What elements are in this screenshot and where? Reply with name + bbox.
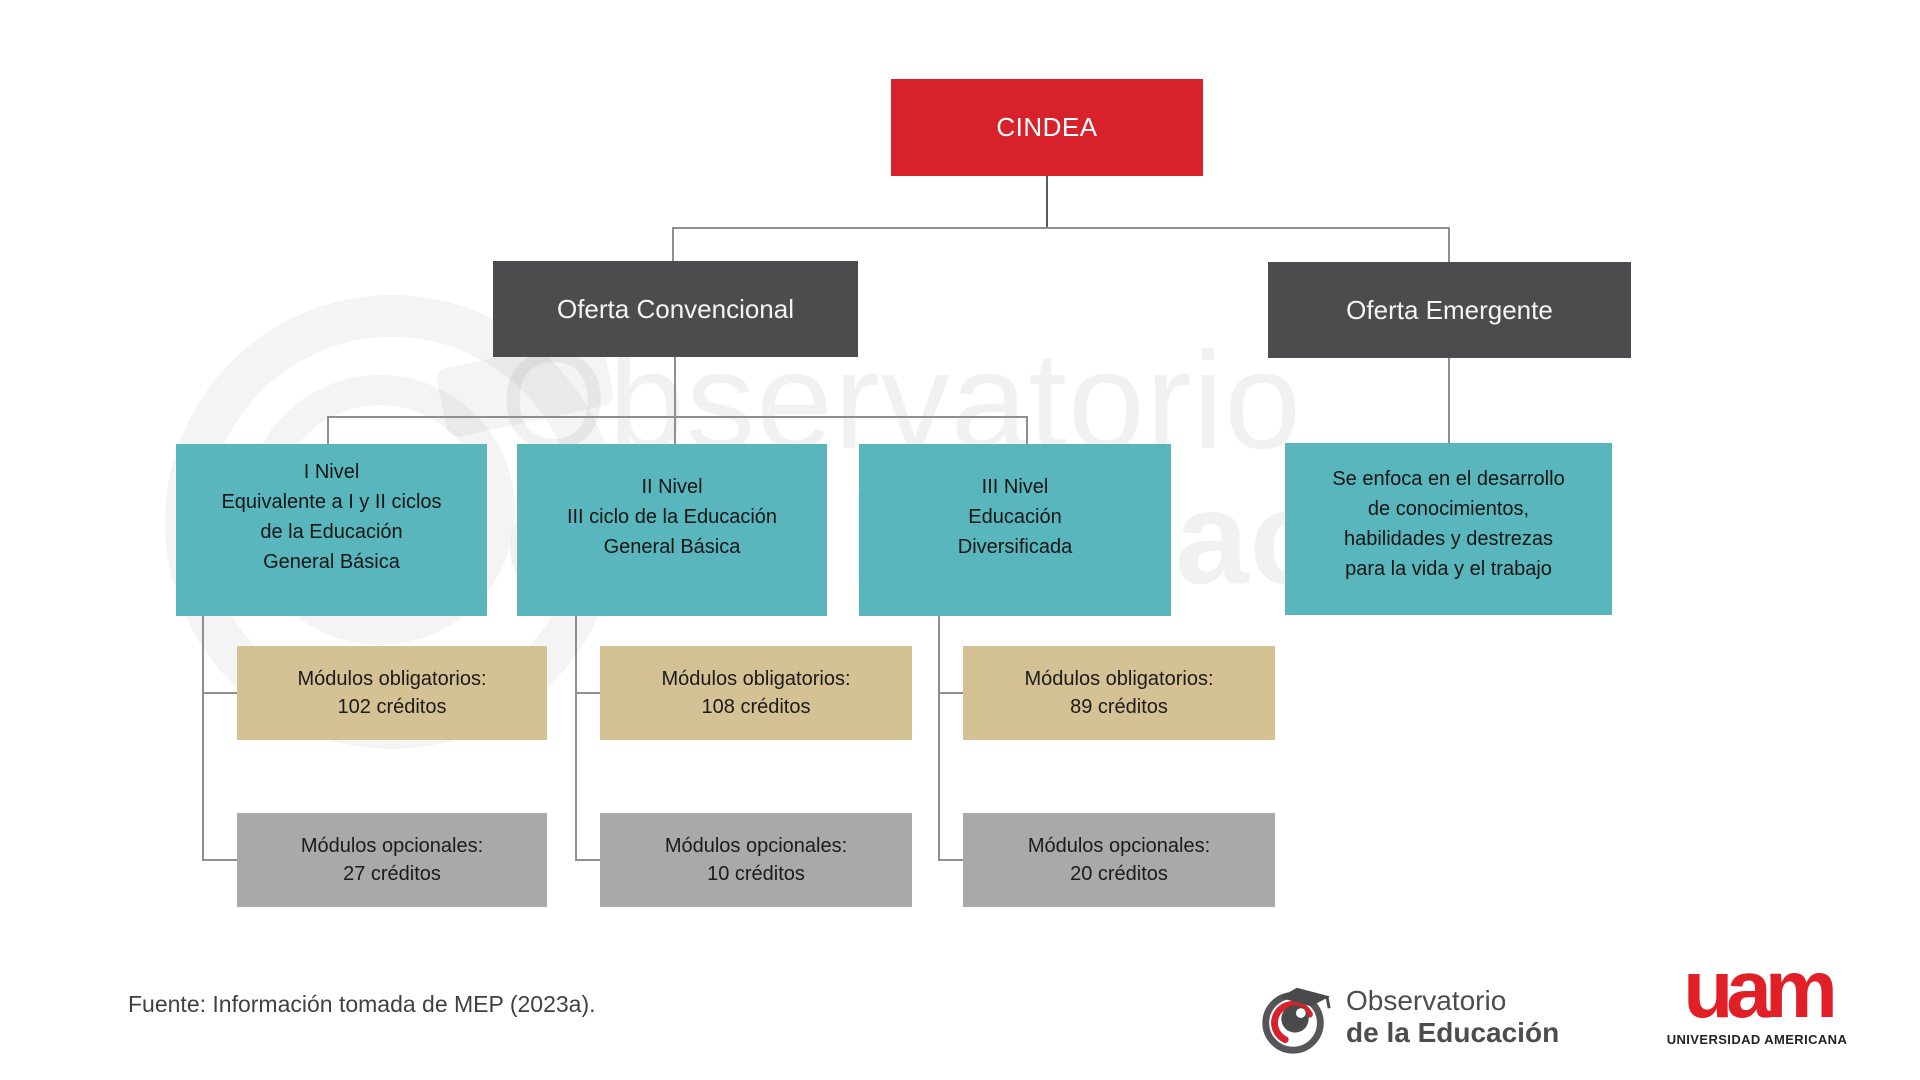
level2-line3: General Básica <box>603 536 741 558</box>
connector-level1-optional <box>202 859 237 861</box>
connector-level3-mandatory <box>938 692 963 694</box>
observatorio-logo-line1: Observatorio <box>1346 985 1507 1016</box>
mandatory-modules-level3: Módulos obligatorios: 89 créditos <box>963 646 1275 740</box>
level1-line4: General Básica <box>263 551 400 573</box>
level-box-iii-nivel: III Nivel Educación Diversificada <box>859 444 1171 616</box>
connector-level3-optional <box>938 859 963 861</box>
level1-line2: Equivalente a I y II ciclos <box>221 491 442 513</box>
level1-line3: de la Educación <box>260 521 403 543</box>
mandatory3-label: Módulos obligatorios: <box>1024 668 1214 690</box>
optional2-label: Módulos opcionales: <box>664 835 848 857</box>
optional1-label: Módulos opcionales: <box>300 835 484 857</box>
connector-to-emergent <box>1448 227 1450 263</box>
emergent-line3: habilidades y destrezas <box>1343 528 1553 550</box>
emergent-line2: de conocimientos, <box>1367 498 1530 520</box>
observatorio-logo: Observatorio de la Educación <box>1256 978 1559 1056</box>
optional3-credits: 20 créditos <box>1070 863 1168 885</box>
optional2-credits: 10 créditos <box>707 863 805 885</box>
level2-line1: II Nivel <box>641 476 703 498</box>
uam-caption: UNIVERSIDAD AMERICANA <box>1666 1032 1848 1047</box>
connector-to-level1 <box>327 416 329 444</box>
root-box-cindea: CINDEA <box>891 79 1203 176</box>
connector-level1-modules-v <box>202 616 204 861</box>
level-box-i-nivel: I Nivel Equivalente a I y II ciclos de l… <box>176 444 487 616</box>
branch-box-oferta-emergente: Oferta Emergente <box>1268 262 1631 358</box>
connector-level2-modules-v <box>575 616 577 861</box>
connector-to-level3 <box>1026 416 1028 444</box>
connector-level3-modules-v <box>938 616 940 861</box>
level3-line3: Diversificada <box>957 536 1073 558</box>
mandatory2-label: Módulos obligatorios: <box>661 668 851 690</box>
branch-box-oferta-convencional: Oferta Convencional <box>493 261 858 357</box>
connector-level1-mandatory <box>202 692 237 694</box>
mandatory2-credits: 108 créditos <box>701 696 811 718</box>
mandatory3-credits: 89 créditos <box>1070 696 1168 718</box>
optional-modules-level1: Módulos opcionales: 27 créditos <box>237 813 547 907</box>
optional-modules-level3: Módulos opcionales: 20 créditos <box>963 813 1275 907</box>
level1-line1: I Nivel <box>303 461 360 483</box>
eye-graduation-cap-icon <box>1262 987 1331 1054</box>
connector-branch-hbar <box>672 227 1450 229</box>
mandatory-modules-level1: Módulos obligatorios: 102 créditos <box>237 646 547 740</box>
observatorio-logo-line2: de la Educación <box>1346 1017 1560 1048</box>
level3-line1: III Nivel <box>981 476 1049 498</box>
level2-line2: III ciclo de la Educación <box>566 506 778 528</box>
mandatory1-label: Módulos obligatorios: <box>297 668 487 690</box>
level-box-ii-nivel: II Nivel III ciclo de la Educación Gener… <box>517 444 827 616</box>
optional1-credits: 27 créditos <box>343 863 441 885</box>
connector-levels-hbar <box>327 416 1028 418</box>
emergent-detail-box: Se enfoca en el desarrollo de conocimien… <box>1285 443 1612 615</box>
uam-logo: uam UNIVERSIDAD AMERICANA <box>1652 944 1862 1048</box>
connector-root-down <box>1046 176 1048 228</box>
emergent-line4: para la vida y el trabajo <box>1345 558 1552 580</box>
mandatory-modules-level2: Módulos obligatorios: 108 créditos <box>600 646 912 740</box>
uam-wordmark: uam <box>1683 944 1838 1035</box>
optional-modules-level2: Módulos opcionales: 10 créditos <box>600 813 912 907</box>
connector-to-conventional <box>672 227 674 262</box>
connector-emergent-down <box>1448 358 1450 443</box>
source-note: Fuente: Información tomada de MEP (2023a… <box>128 991 596 1017</box>
level3-line2: Educación <box>968 506 1062 528</box>
connector-level2-optional <box>575 859 600 861</box>
connector-level2-mandatory <box>575 692 600 694</box>
optional3-label: Módulos opcionales: <box>1027 835 1211 857</box>
mandatory1-credits: 102 créditos <box>337 696 447 718</box>
emergent-line1: Se enfoca en el desarrollo <box>1332 468 1565 490</box>
connector-conventional-down <box>674 357 676 444</box>
